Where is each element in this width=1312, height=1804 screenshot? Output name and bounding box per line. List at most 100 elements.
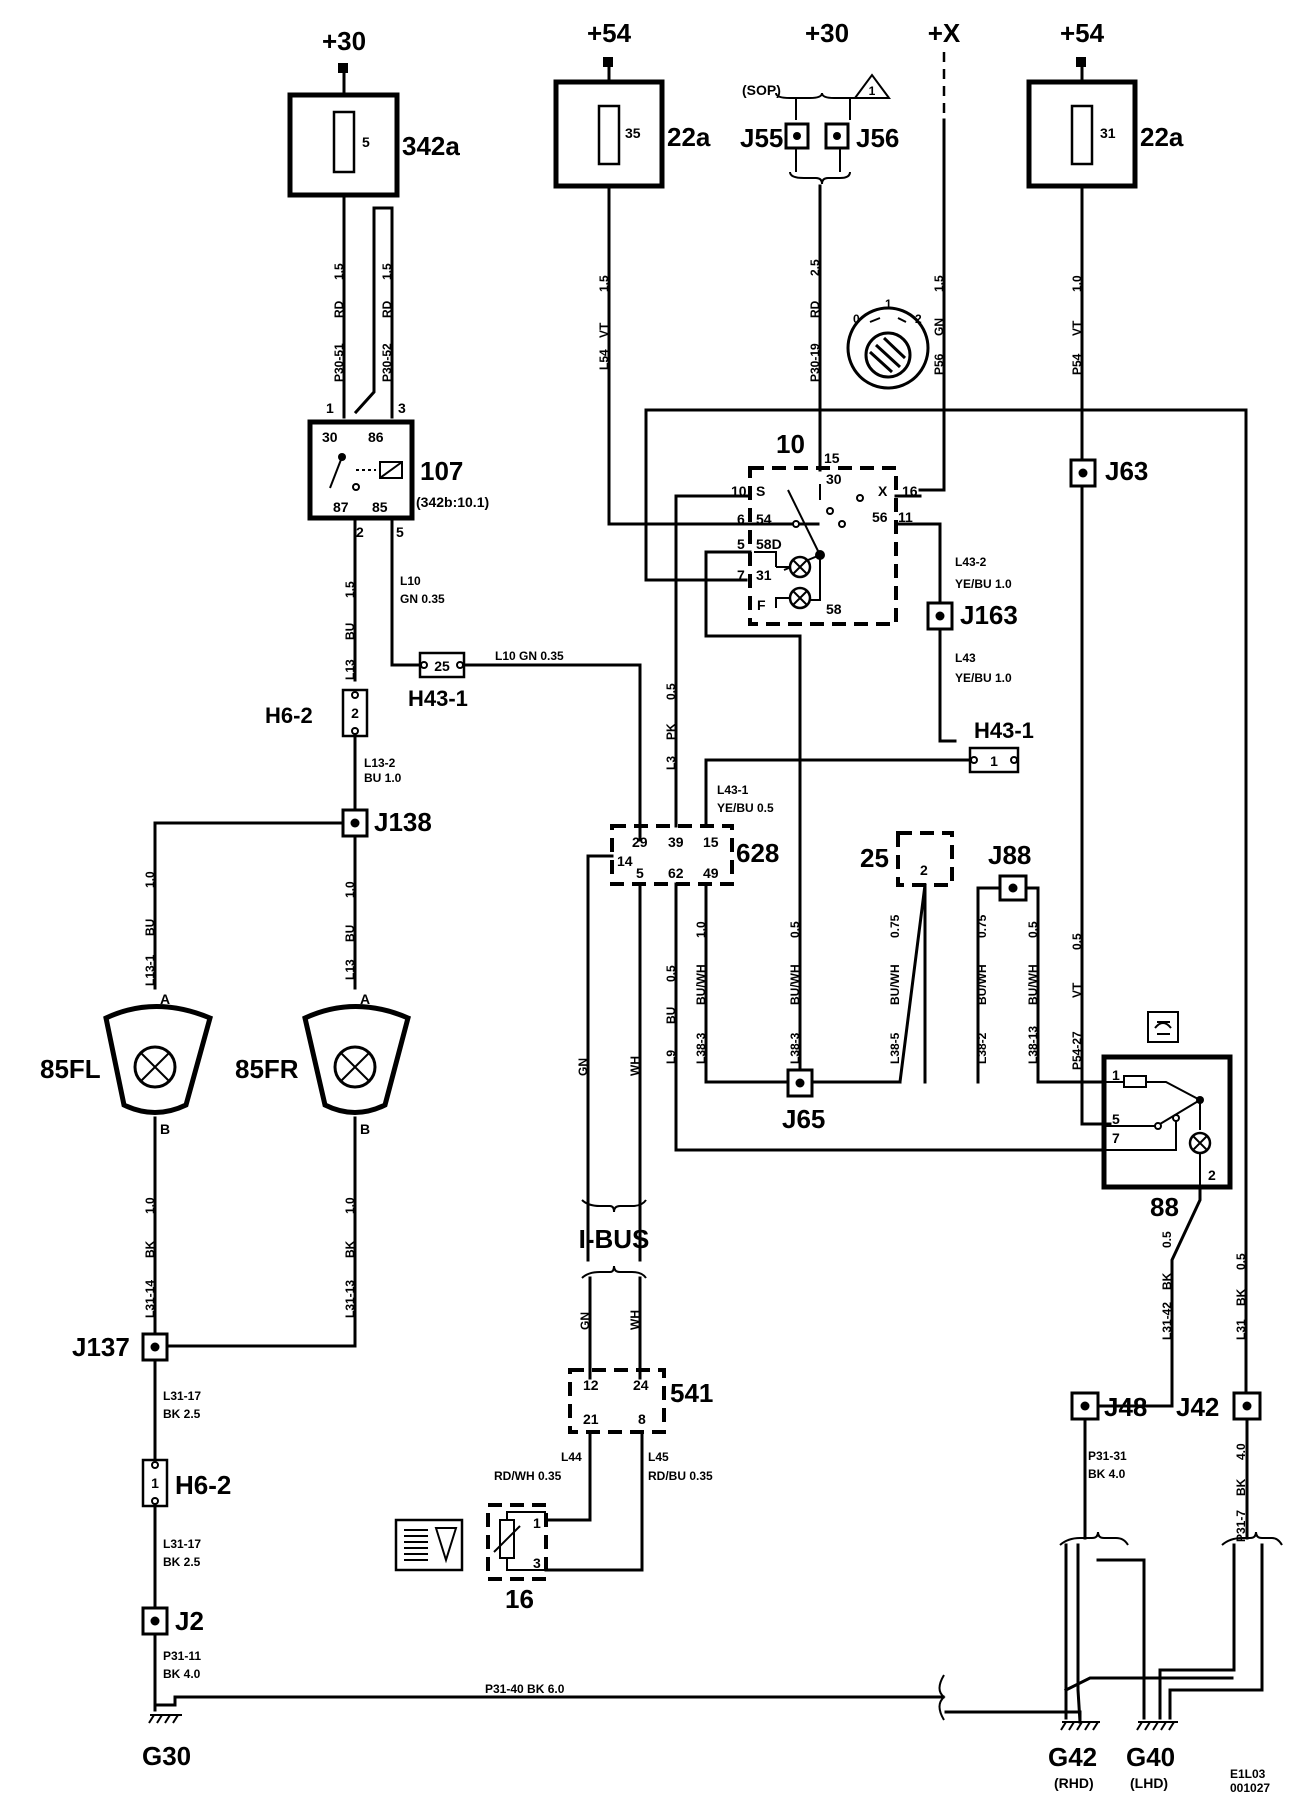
- svg-text:0.5: 0.5: [1160, 1231, 1174, 1248]
- svg-text:L31-14: L31-14: [143, 1280, 157, 1318]
- svg-text:J138: J138: [374, 807, 432, 837]
- svg-text:7: 7: [1112, 1130, 1120, 1146]
- svg-text:628: 628: [736, 838, 779, 868]
- svg-text:1: 1: [533, 1515, 541, 1531]
- svg-text:P56: P56: [932, 353, 946, 375]
- svg-text:L38-5: L38-5: [888, 1032, 902, 1064]
- svg-text:GN: GN: [576, 1058, 590, 1076]
- unit-628: 29 39 15 14 5 62 49 628: [610, 824, 779, 886]
- svg-text:(SOP): (SOP): [742, 82, 781, 98]
- svg-text:J42: J42: [1176, 1392, 1219, 1422]
- ground-g30: G30: [142, 1714, 191, 1771]
- svg-text:L31-17: L31-17: [163, 1537, 201, 1551]
- svg-text:L54: L54: [597, 349, 611, 370]
- svg-text:X: X: [878, 483, 888, 499]
- ibus-label: I-BUS: [579, 1224, 650, 1254]
- svg-text:P30-52: P30-52: [380, 343, 394, 382]
- svg-text:56: 56: [872, 509, 888, 525]
- svg-text:+30: +30: [805, 18, 849, 48]
- svg-text:0.5: 0.5: [664, 683, 678, 700]
- svg-text:BU: BU: [343, 925, 357, 942]
- svg-text:1.5: 1.5: [332, 263, 346, 280]
- j138-connector: J138: [341, 807, 432, 838]
- svg-text:L31: L31: [1234, 1319, 1248, 1340]
- svg-text:+54: +54: [1060, 18, 1105, 48]
- h43-1-connector-25: 25 H43-1: [408, 651, 468, 711]
- svg-text:0.5: 0.5: [788, 921, 802, 938]
- svg-text:BK: BK: [343, 1240, 357, 1258]
- j63-connector: J63: [1069, 456, 1148, 488]
- svg-text:5: 5: [737, 536, 745, 552]
- ground-g42: G42 (RHD): [1048, 1721, 1100, 1791]
- svg-text:G30: G30: [142, 1741, 191, 1771]
- svg-text:L31-42: L31-42: [1160, 1302, 1174, 1340]
- svg-text:0.5: 0.5: [1070, 933, 1084, 950]
- svg-text:A: A: [360, 991, 370, 1007]
- svg-text:L38-2: L38-2: [975, 1032, 989, 1064]
- svg-text:29: 29: [632, 834, 648, 850]
- svg-text:BK 2.5: BK 2.5: [163, 1555, 201, 1569]
- svg-text:VT: VT: [1070, 320, 1084, 336]
- svg-text:P31-40 BK 6.0: P31-40 BK 6.0: [485, 1682, 565, 1696]
- svg-text:BU/WH: BU/WH: [788, 964, 802, 1005]
- svg-text:L38-3: L38-3: [694, 1032, 708, 1064]
- svg-text:YE/BU 1.0: YE/BU 1.0: [955, 577, 1012, 591]
- svg-text:11: 11: [898, 509, 913, 525]
- svg-text:L10 GN 0.35: L10 GN 0.35: [495, 649, 564, 663]
- svg-text:H6-2: H6-2: [265, 703, 313, 728]
- svg-text:85FR: 85FR: [235, 1054, 299, 1084]
- svg-text:16: 16: [505, 1584, 534, 1614]
- svg-text:J88: J88: [988, 840, 1031, 870]
- svg-text:14: 14: [617, 853, 633, 869]
- svg-text:P30-51: P30-51: [332, 343, 346, 382]
- fuse-22a-35: 35 22a: [553, 79, 711, 189]
- svg-text:BK 2.5: BK 2.5: [163, 1407, 201, 1421]
- svg-text:H43-1: H43-1: [974, 718, 1034, 743]
- j137-connector: J137: [72, 1332, 169, 1362]
- svg-text:87: 87: [333, 499, 349, 515]
- svg-text:L13-2: L13-2: [364, 756, 396, 770]
- svg-text:62: 62: [668, 865, 684, 881]
- svg-text:RD: RD: [380, 300, 394, 318]
- svg-text:PK: PK: [664, 723, 678, 740]
- svg-text:8: 8: [638, 1411, 646, 1427]
- svg-text:1.5: 1.5: [343, 581, 357, 598]
- svg-text:J163: J163: [960, 600, 1018, 630]
- svg-text:0.5: 0.5: [664, 965, 678, 982]
- svg-text:1: 1: [869, 84, 876, 98]
- svg-text:1.0: 1.0: [1070, 275, 1084, 292]
- svg-text:+54: +54: [587, 18, 632, 48]
- svg-text:RD: RD: [332, 300, 346, 318]
- svg-text:YE/BU 1.0: YE/BU 1.0: [955, 671, 1012, 685]
- svg-text:BU/WH: BU/WH: [694, 964, 708, 1005]
- unit-541: 12 24 21 8 541: [568, 1368, 713, 1434]
- svg-text:RD/BU 0.35: RD/BU 0.35: [648, 1469, 713, 1483]
- svg-text:5: 5: [1112, 1111, 1120, 1127]
- light-switch-10: 10 15 30 10 S 6 54 5 58D 7 31 F X 16 56 …: [731, 429, 918, 626]
- svg-text:1: 1: [885, 297, 892, 311]
- terminal-plus54-left: +54: [587, 18, 632, 67]
- svg-text:BU/WH: BU/WH: [888, 964, 902, 1005]
- svg-text:L3: L3: [664, 756, 678, 770]
- svg-text:YE/BU 0.5: YE/BU 0.5: [717, 801, 774, 815]
- svg-text:B: B: [360, 1121, 370, 1137]
- svg-text:0.5: 0.5: [1234, 1253, 1248, 1270]
- svg-text:+30: +30: [322, 26, 366, 56]
- warning-triangle-icon: [853, 73, 891, 99]
- svg-text:L9: L9: [664, 1050, 678, 1064]
- svg-text:31: 31: [756, 567, 772, 583]
- svg-text:(RHD): (RHD): [1054, 1775, 1094, 1791]
- svg-text:22a: 22a: [667, 122, 711, 152]
- svg-text:L10: L10: [400, 574, 421, 588]
- svg-text:(LHD): (LHD): [1130, 1775, 1168, 1791]
- svg-text:L43-2: L43-2: [955, 555, 987, 569]
- svg-text:1.5: 1.5: [597, 275, 611, 292]
- svg-text:BU: BU: [343, 623, 357, 640]
- svg-text:10: 10: [776, 429, 805, 459]
- svg-text:J63: J63: [1105, 456, 1148, 486]
- svg-text:P31-7: P31-7: [1234, 1510, 1248, 1542]
- j65-connector: J65: [782, 1068, 825, 1134]
- svg-text:L13: L13: [343, 659, 357, 680]
- svg-text:BU/WH: BU/WH: [975, 964, 989, 1005]
